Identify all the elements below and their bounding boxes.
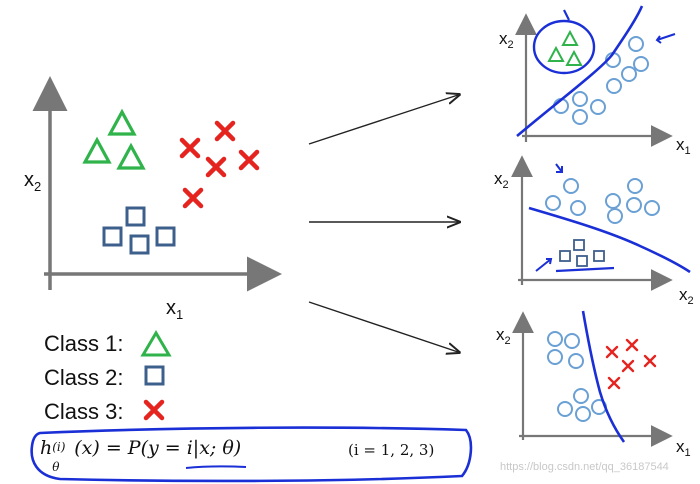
- sub2-square: [573, 239, 585, 251]
- main-cross: [214, 120, 236, 142]
- legend-cross-icon: [143, 399, 165, 421]
- sub1-circle: [621, 66, 637, 82]
- sub2-circle: [563, 178, 579, 194]
- sub1-circles: [553, 36, 649, 125]
- legend-class3-label: Class 3:: [44, 399, 124, 424]
- main-square: [155, 226, 176, 247]
- sub1-triangle: [565, 49, 583, 66]
- main-triangle: [107, 108, 137, 136]
- sub2-square: [593, 250, 605, 262]
- main-triangle: [82, 136, 112, 164]
- main-square: [102, 226, 123, 247]
- arrow-to-class1: [308, 95, 458, 145]
- main-x-label: x1: [166, 297, 183, 322]
- main-y-label: x2: [24, 169, 41, 194]
- sub3-cross: [643, 354, 657, 368]
- sub3-boundary: [581, 310, 626, 443]
- subplot-class1: x2 x1: [499, 5, 691, 157]
- sub1-ink-arrow: [655, 33, 676, 44]
- sub2-boundary: [528, 206, 691, 274]
- formula-h: h: [40, 437, 53, 459]
- legend-square-icon: [144, 365, 165, 386]
- sub2-ink-underline: [555, 266, 615, 273]
- hypothesis-formula: h(i) θ (x) = P(y = i|x; θ) (i = 1, 2, 3): [40, 437, 434, 474]
- subplot-class2: x2 x2: [494, 155, 694, 307]
- sub2-circle: [545, 195, 561, 211]
- sub1-circle: [628, 36, 644, 52]
- watermark: https://blog.csdn.net/qq_36187544: [500, 461, 669, 473]
- legend-class2: Class 2:: [44, 365, 123, 391]
- arrow-to-class3: [308, 301, 458, 352]
- sub1-y-label: x2: [499, 29, 514, 51]
- sub3-cross: [621, 359, 635, 373]
- sub3-circle: [547, 331, 563, 347]
- sub2-x-label: x2: [679, 285, 694, 307]
- sub1-circle: [572, 91, 588, 107]
- sub1-boundary: [516, 5, 644, 137]
- sub3-circles: [547, 331, 607, 422]
- formula-ink-outline: [30, 426, 473, 483]
- sub3-x-label: x1: [676, 437, 691, 459]
- sub3-circle: [573, 388, 589, 404]
- formula-ink-underline: [185, 465, 247, 469]
- sub3-circle: [547, 349, 563, 365]
- sub3-circle: [568, 353, 584, 369]
- sub2-square: [559, 250, 571, 262]
- sub2-circle: [570, 200, 586, 216]
- sub3-cross: [607, 376, 621, 390]
- sub2-circle: [607, 208, 623, 224]
- sub2-y-label: x2: [494, 169, 509, 191]
- legend-class1-label: Class 1:: [44, 331, 124, 356]
- sub2-circle: [626, 197, 642, 213]
- sub2-ink-arrow: [535, 258, 553, 272]
- main-plot: x2 x1: [24, 76, 282, 322]
- main-cross-group: [179, 120, 260, 209]
- main-square: [125, 206, 146, 227]
- legend-class2-label: Class 2:: [44, 365, 124, 390]
- main-cross: [238, 149, 260, 171]
- sub3-circle: [575, 406, 591, 422]
- sub1-triangle: [561, 29, 579, 46]
- sub2-circle: [605, 193, 621, 209]
- sub3-circle: [557, 401, 573, 417]
- sub2-square: [576, 255, 588, 267]
- sub3-circle: [564, 333, 580, 349]
- sub1-circle: [606, 78, 622, 94]
- sub3-cross: [605, 345, 619, 359]
- sub2-circles: [545, 178, 660, 224]
- formula-range: (i = 1, 2, 3): [348, 441, 435, 459]
- sub1-x-label: x1: [676, 135, 691, 157]
- main-square: [129, 234, 150, 255]
- sub1-circle: [590, 99, 606, 115]
- legend-class3: Class 3:: [44, 399, 123, 425]
- subplot-class3: x2 x1: [496, 310, 691, 459]
- sub2-circle: [644, 200, 660, 216]
- sub1-triangle: [547, 45, 565, 62]
- legend-class1: Class 1:: [44, 331, 123, 357]
- formula-body: (x) = P(y = i|x; θ): [74, 437, 242, 459]
- sub3-y-label: x2: [496, 325, 511, 347]
- sub1-ink-tick: [563, 9, 570, 21]
- sub1-circle: [633, 56, 649, 72]
- main-cross: [205, 156, 227, 178]
- main-cross: [179, 137, 201, 159]
- legend-triangle-icon: [140, 330, 172, 357]
- formula-theta: θ: [52, 460, 60, 474]
- sub2-circle: [627, 178, 643, 194]
- sub2-ink-tick: [555, 163, 563, 173]
- formula-superscript: (i): [52, 440, 66, 454]
- main-triangle: [116, 142, 146, 170]
- sub1-ink-circle: [532, 19, 596, 75]
- main-cross: [182, 187, 204, 209]
- sub1-circle: [572, 109, 588, 125]
- sub3-crosses: [605, 338, 657, 390]
- sub3-cross: [625, 338, 639, 352]
